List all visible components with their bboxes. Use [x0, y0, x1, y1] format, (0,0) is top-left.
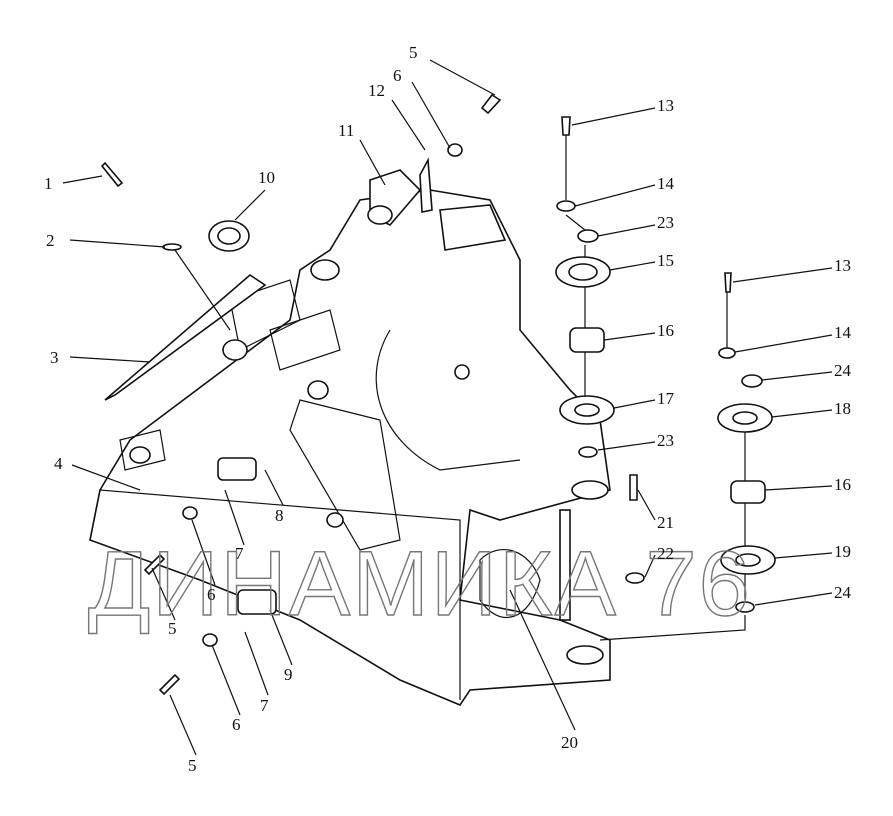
watermark-text: ДИНАМИКА 76: [88, 533, 752, 635]
callout-6: 6: [232, 715, 241, 734]
callout-1: 1: [44, 174, 53, 193]
callout-23: 23: [657, 213, 674, 232]
callout-14: 14: [657, 174, 675, 193]
callout-6: 6: [207, 585, 216, 604]
callout-19: 19: [834, 542, 851, 561]
callout-24: 24: [834, 583, 852, 602]
callout-7: 7: [235, 544, 244, 563]
callout-5: 5: [188, 756, 197, 775]
callout-3: 3: [50, 348, 59, 367]
callout-14: 14: [834, 323, 852, 342]
callout-9: 9: [284, 665, 293, 684]
callout-18: 18: [834, 399, 851, 418]
callout-13: 13: [657, 96, 674, 115]
frame-body: [89, 157, 611, 706]
callout-labels: 1 2 3 4 5 6 12 11 10 13 14 23 15 16 17 2…: [44, 43, 852, 775]
callout-23: 23: [657, 431, 674, 450]
callout-20: 20: [561, 733, 578, 752]
callout-2: 2: [46, 231, 55, 250]
callout-15: 15: [657, 251, 674, 270]
callout-21: 21: [657, 513, 674, 532]
callout-12: 12: [368, 81, 385, 100]
callout-6: 6: [393, 66, 402, 85]
callout-22: 22: [657, 544, 674, 563]
leader-lines: [62, 59, 833, 756]
callout-11: 11: [338, 121, 354, 140]
callout-16: 16: [834, 475, 851, 494]
callout-4: 4: [54, 454, 63, 473]
callout-16: 16: [657, 321, 674, 340]
callout-13: 13: [834, 256, 851, 275]
callout-17: 17: [657, 389, 675, 408]
callout-8: 8: [275, 506, 284, 525]
small-parts: [100, 93, 776, 696]
callout-24: 24: [834, 361, 852, 380]
callout-7: 7: [260, 696, 269, 715]
callout-10: 10: [258, 168, 275, 187]
callout-5: 5: [409, 43, 418, 62]
callout-5: 5: [168, 619, 177, 638]
